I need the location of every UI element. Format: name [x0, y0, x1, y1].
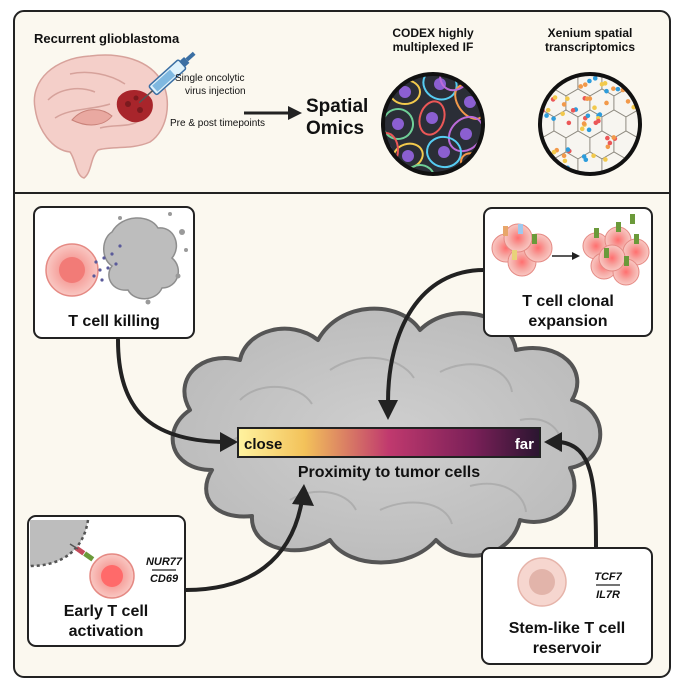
nur77-gene-label: NUR77: [146, 556, 183, 568]
cd69-gene-label: CD69: [150, 573, 179, 585]
expanded-clone-icon: [582, 214, 650, 286]
spatial-omics-title-1: Spatial: [306, 96, 368, 117]
proximity-caption: Proximity to tumor cells: [298, 464, 480, 481]
xenium-label-1: Xenium spatial: [548, 26, 633, 40]
t-cell-clonal-expansion-box: T cell clonal expansion: [483, 207, 653, 337]
single-clone-icon: [491, 223, 553, 277]
arrow-to-omics-head: [288, 106, 302, 120]
gradient-close-label: close: [244, 436, 282, 453]
tcr-receptor-icon: [69, 543, 95, 562]
tcf7-gene-label: TCF7: [594, 571, 622, 583]
t-cell-killing-label: T cell killing: [68, 313, 160, 330]
tumor-cell-edge-icon: [30, 520, 88, 566]
early-activation-label-2: activation: [69, 623, 144, 640]
arrow-stem-to-far: [558, 440, 598, 550]
glioblastoma-title: Recurrent glioblastoma: [34, 31, 180, 46]
arrow-killing-head: [220, 432, 238, 452]
il7r-gene-label: IL7R: [596, 589, 620, 601]
stem-like-label-2: reservoir: [533, 640, 602, 657]
timepoints-label: Pre & post timepoints: [170, 118, 265, 129]
xenium-label-2: transcriptomics: [545, 40, 635, 54]
stem-like-label-1: Stem-like T cell: [509, 620, 626, 637]
arrow-early-head: [292, 484, 314, 506]
arrow-early-to-close: [184, 498, 304, 592]
injection-label-1: Single oncolytic: [175, 73, 244, 84]
arrow-clonal-to-mid: [386, 268, 486, 404]
gradient-far-label: far: [515, 436, 534, 453]
clonal-expansion-label-2: expansion: [528, 313, 607, 330]
codex-label-1: CODEX highly: [392, 26, 474, 40]
arrow-stem-head: [544, 432, 562, 452]
codex-image: [381, 72, 485, 176]
early-activation-label-1: Early T cell: [64, 603, 149, 620]
early-t-cell-activation-box: NUR77 CD69 Early T cell activation: [27, 515, 186, 647]
dying-tumor-cell-icon: [103, 217, 180, 300]
injection-label-2: virus injection: [185, 86, 246, 97]
t-cell-killing-box: T cell killing: [33, 206, 195, 339]
bottom-panel: close far Proximity to tumor cells T: [27, 206, 653, 665]
syringe-icon: [138, 51, 196, 104]
clonal-expansion-label-1: T cell clonal: [522, 293, 614, 310]
stem-like-t-cell-reservoir-box: TCF7 IL7R Stem-like T cell reservoir: [481, 547, 653, 665]
codex-label-2: multiplexed IF: [393, 40, 474, 54]
arrow-killing-to-close: [116, 338, 224, 444]
proximity-gradient-bar: [237, 427, 541, 458]
arrow-clonal-head: [378, 400, 398, 420]
spatial-omics-title-2: Omics: [306, 118, 364, 139]
cytotoxic-granules: [92, 244, 122, 282]
